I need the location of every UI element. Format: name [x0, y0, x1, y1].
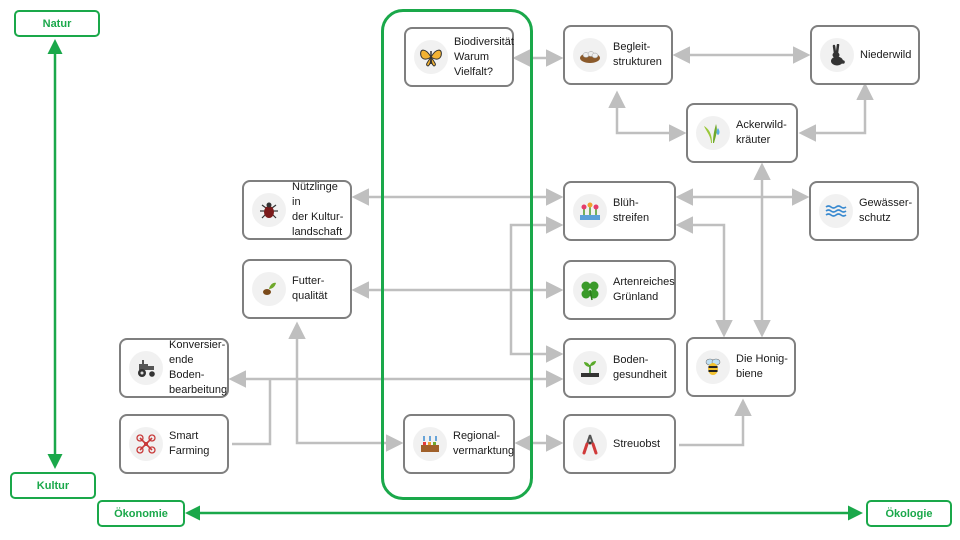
node-label: Ackerwild- kräuter [736, 119, 787, 146]
node-label: Futter- qualität [292, 275, 328, 302]
node-label: Konversier- ende Boden- bearbeitung [169, 339, 228, 396]
node-ackerwildkraeuter[interactable]: Ackerwild- kräuter [686, 103, 798, 163]
link-futter-regional [288, 321, 404, 452]
nest-icon [573, 38, 607, 72]
link-blueh-honig [675, 216, 733, 338]
node-niederwild[interactable]: Niederwild [810, 25, 920, 85]
node-artenreiches-gruenland[interactable]: Artenreiches Grünland [563, 260, 676, 320]
seed-icon [252, 272, 286, 306]
node-label: Niederwild [860, 48, 912, 61]
node-honigbiene[interactable]: Die Honig- biene [686, 337, 796, 397]
link-niederwild-ackerwild [798, 82, 874, 142]
node-label: Gewässer- schutz [859, 197, 913, 224]
tractor-icon [129, 351, 163, 385]
drone-icon [129, 427, 163, 461]
node-label: Boden- gesundheit [613, 354, 667, 381]
node-label: Smart Farming [169, 430, 210, 457]
flower-strip-icon [573, 194, 607, 228]
pruning-shears-icon [573, 427, 607, 461]
node-gewaesserschutz[interactable]: Gewässer- schutz [809, 181, 919, 241]
node-konservierende-bodenbearbeitung[interactable]: Konversier- ende Boden- bearbeitung [119, 338, 229, 398]
node-label: Streuobst [613, 437, 661, 450]
herb-icon [696, 116, 730, 150]
clover-icon [573, 273, 607, 307]
beetle-icon [252, 193, 286, 227]
link-boden-blueh [509, 216, 564, 363]
node-nuetzlinge[interactable]: Nützlinge in der Kultur- landschaft [242, 180, 352, 240]
node-futterqualitaet[interactable]: Futter- qualität [242, 259, 352, 319]
node-label: Nützlinge in der Kultur- landschaft [292, 181, 344, 238]
hare-icon [820, 38, 854, 72]
node-begleitstrukturen[interactable]: Begleit- strukturen [563, 25, 673, 85]
market-stall-icon [413, 427, 447, 461]
bee-icon [696, 350, 730, 384]
node-label: Artenreiches Grünland [613, 276, 675, 303]
node-label: Biodiversität Warum Vielfalt? [454, 35, 514, 78]
node-label: Die Honig- biene [736, 353, 788, 380]
axis-label-kultur: Kultur [10, 472, 96, 499]
node-streuobst[interactable]: Streuobst [563, 414, 676, 474]
link-streuobst-honig [679, 398, 752, 447]
butterfly-icon [414, 40, 448, 74]
node-biodiversitaet[interactable]: Biodiversität Warum Vielfalt? [404, 27, 514, 87]
node-regionalvermarktung[interactable]: Regional- vermarktung [403, 414, 515, 474]
node-smart-farming[interactable]: Smart Farming [119, 414, 229, 474]
axis-label-oekologie: Ökologie [866, 500, 952, 527]
link-smart-konserv [232, 379, 272, 446]
link-begleit-ackerwild [608, 90, 687, 142]
regional-column-frame [381, 9, 533, 500]
node-label: Begleit- strukturen [613, 41, 662, 68]
water-icon [819, 194, 853, 228]
node-bodengesundheit[interactable]: Boden- gesundheit [563, 338, 676, 398]
axis-label-oekonomie: Ökonomie [97, 500, 185, 527]
node-bluehstreifen[interactable]: Blüh- streifen [563, 181, 676, 241]
node-label: Blüh- streifen [613, 197, 650, 224]
node-label: Regional- vermarktung [453, 430, 515, 457]
axis-label-natur: Natur [14, 10, 100, 37]
sprout-icon [573, 351, 607, 385]
